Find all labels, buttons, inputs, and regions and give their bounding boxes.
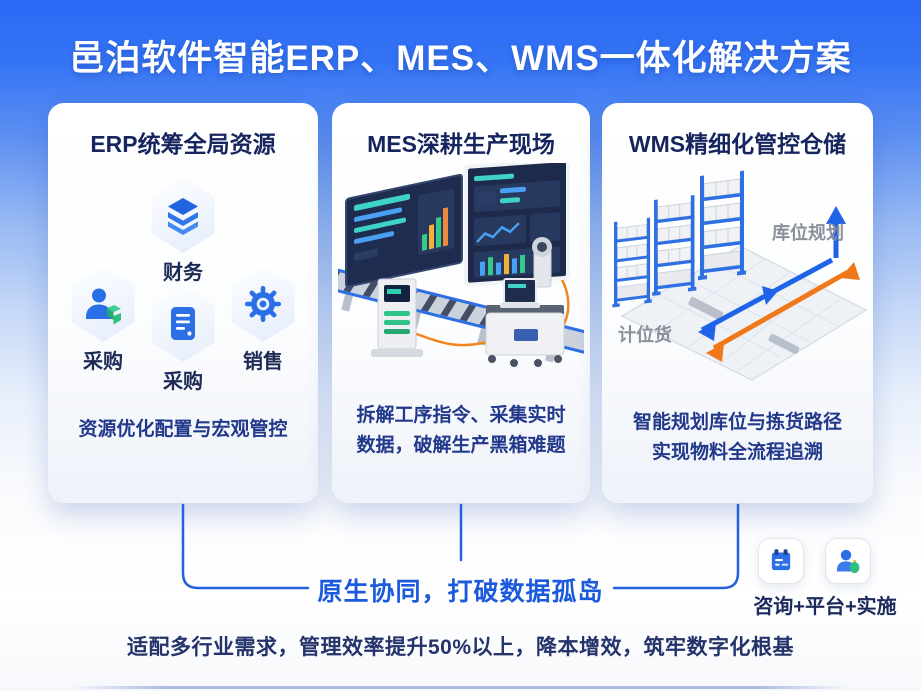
shelf-annotation: 库位规划 [772,223,844,243]
module-label: 采购 [163,371,203,393]
clipboard-icon [771,549,791,571]
bottom-divider [70,686,851,689]
wms-card: WMS精细化管控仓储 库位规划 计位货 [602,103,873,503]
erp-module-sales: 销售 [228,266,298,374]
services-label: 咨询+平台+实施 [753,596,897,618]
wms-description: 智能规划库位与拣货路径 实现物料全流程追溯 [608,408,867,469]
page-title: 邑泊软件智能ERP、MES、WMS一体化解决方案 [69,39,852,78]
layers-icon [151,177,215,253]
wms-warehouse-illustration [611,169,868,381]
mes-card-title: MES深耕生产现场 [367,131,555,157]
module-label: 采购 [83,351,123,373]
buyer-user-icon [71,266,135,342]
consulting-platform-tile [758,538,804,584]
module-label: 财务 [163,262,203,284]
mes-desc-line2: 数据，破解生产黑箱难题 [356,435,566,457]
floor-annotation: 计位货 [618,325,672,345]
collaboration-slogan: 原生协同，打破数据孤岛 [317,578,604,606]
module-label: 销售 [243,351,283,373]
wms-desc-line2: 实现物料全流程追溯 [651,442,823,464]
wms-card-title: WMS精细化管控仓储 [628,131,847,157]
wms-desc-line1: 智能规划库位与拣货路径 [632,412,842,433]
erp-module-procurement-2: 采购 [148,286,218,394]
implementation-service-tile [825,538,871,584]
erp-description: 资源优化配置与宏观管控 [78,419,288,440]
mes-description: 拆解工序指令、采集实时 数据，破解生产黑箱难题 [338,401,584,462]
order-document-icon [151,286,215,362]
footer-value-statement: 适配多行业需求，管理效率提升50%以上，降本增效，筑牢数字化根基 [126,636,795,659]
gear-icon [231,266,295,342]
erp-card: ERP统筹全局资源 财务 采购 [48,103,318,503]
mes-card: MES深耕生产现场 [332,103,590,503]
erp-module-procurement-1: 采购 [68,266,138,374]
erp-card-title: ERP统筹全局资源 [90,131,276,157]
erp-module-finance: 财务 [148,177,218,285]
mes-desc-line1: 拆解工序指令、采集实时 [356,405,566,426]
consultant-icon [836,549,860,574]
mes-shopfloor-illustration [338,163,584,367]
